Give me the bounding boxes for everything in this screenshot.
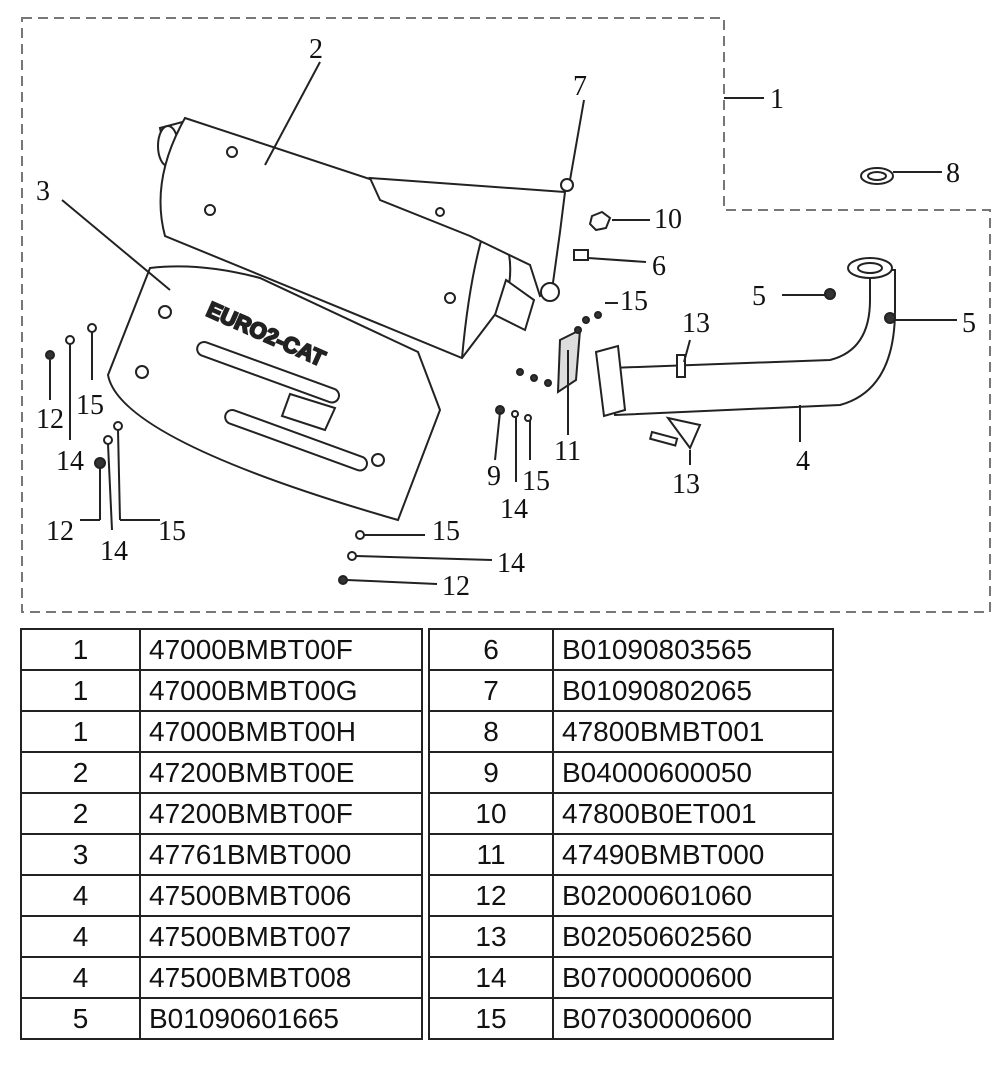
part-number: B01090803565	[552, 628, 834, 671]
part-number: 47800B0ET001	[552, 792, 834, 835]
ref-number: 4	[20, 874, 141, 917]
exhaust-exploded-diagram: EURO2-CAT	[21, 17, 991, 613]
ref-number: 1	[20, 669, 141, 712]
ref-number: 6	[428, 628, 554, 671]
callout-13a: 13	[682, 308, 710, 339]
callout-12a: 12	[36, 404, 64, 435]
part-number: B01090601665	[139, 997, 423, 1040]
callout-14d: 14	[497, 548, 525, 579]
callout-8: 8	[946, 158, 960, 189]
ref-number: 13	[428, 915, 554, 958]
part-number: B02050602560	[552, 915, 834, 958]
part-number: B07000000600	[552, 956, 834, 999]
part-number: 47800BMBT001	[552, 710, 834, 753]
callout-6: 6	[652, 251, 666, 282]
callout-12c: 12	[442, 571, 470, 602]
gasket	[860, 167, 894, 185]
part-number: B04000600050	[552, 751, 834, 794]
part-number: 47500BMBT007	[139, 915, 423, 958]
callout-1: 1	[770, 84, 784, 115]
part-number: 47200BMBT00E	[139, 751, 423, 794]
ref-number: 8	[428, 710, 554, 753]
callout-15e: 15	[432, 516, 460, 547]
ref-number: 3	[20, 833, 141, 876]
callout-9: 9	[487, 461, 501, 492]
ref-number: 12	[428, 874, 554, 917]
part-number: 47761BMBT000	[139, 833, 423, 876]
ref-number: 15	[428, 997, 554, 1040]
leader-lines	[49, 61, 957, 585]
callout-7: 7	[573, 71, 587, 102]
callout-15b: 15	[158, 516, 186, 547]
ref-number: 2	[20, 751, 141, 794]
callout-5b: 5	[962, 308, 976, 339]
ref-number: 2	[20, 792, 141, 835]
callout-15a: 15	[76, 390, 104, 421]
muffler-body	[157, 116, 536, 360]
ref-number: 4	[20, 956, 141, 999]
callout-14b: 14	[100, 536, 128, 567]
part-number: B07030000600	[552, 997, 834, 1040]
callout-labels: 1 2 3 4 5 5 6 7 8 9 10 11 12 12 12 13 13…	[36, 34, 976, 602]
callout-2: 2	[309, 34, 323, 65]
ref-number: 1	[20, 710, 141, 753]
ref-number: 1	[20, 628, 141, 671]
ref-number: 11	[428, 833, 554, 876]
muffler-bracket	[368, 176, 567, 302]
part-number: 47200BMBT00F	[139, 792, 423, 835]
hardware	[45, 178, 896, 585]
part-number: B02000601060	[552, 874, 834, 917]
assembly-boundary	[21, 17, 991, 613]
callout-14c: 14	[500, 494, 528, 525]
callout-10: 10	[654, 204, 682, 235]
ref-number: 7	[428, 669, 554, 712]
ref-number: 9	[428, 751, 554, 794]
callout-13b: 13	[672, 469, 700, 500]
part-number: 47000BMBT00F	[139, 628, 423, 671]
part-number: 47000BMBT00G	[139, 669, 423, 712]
ref-number: 4	[20, 915, 141, 958]
exhaust-pipe	[594, 257, 896, 450]
part-number: B01090802065	[552, 669, 834, 712]
callout-14a: 14	[56, 446, 84, 477]
part-number: 47500BMBT008	[139, 956, 423, 999]
part-number: 47500BMBT006	[139, 874, 423, 917]
part-number: 47000BMBT00H	[139, 710, 423, 753]
callout-12b: 12	[46, 516, 74, 547]
callout-3: 3	[36, 176, 50, 207]
callout-15c: 15	[522, 466, 550, 497]
part-number: 47490BMBT000	[552, 833, 834, 876]
callout-15d: 15	[620, 286, 648, 317]
callout-5a: 5	[752, 281, 766, 312]
callout-11: 11	[554, 436, 581, 467]
heat-shield: EURO2-CAT	[106, 265, 442, 522]
ref-number: 5	[20, 997, 141, 1040]
callout-4: 4	[796, 446, 810, 477]
ref-number: 14	[428, 956, 554, 999]
ref-number: 10	[428, 792, 554, 835]
